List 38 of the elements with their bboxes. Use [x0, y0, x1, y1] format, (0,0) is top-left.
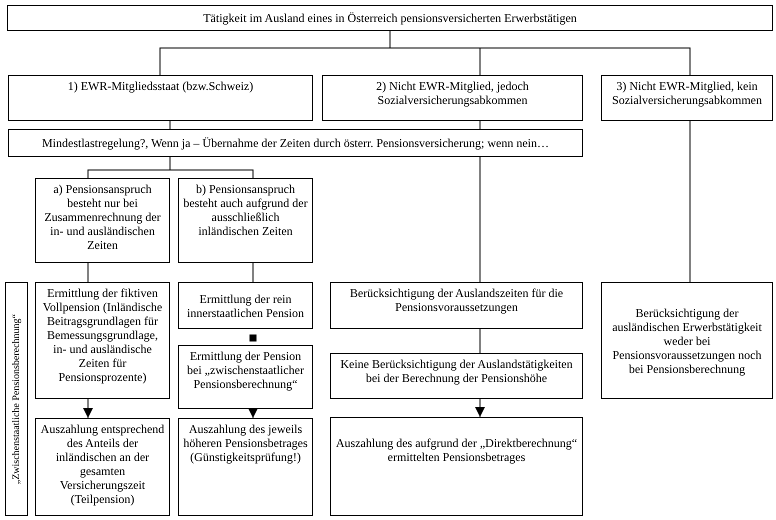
- process-box: [8, 75, 313, 121]
- process-box: [7, 5, 773, 31]
- side-label: „Zwischenstaatliche Pensionsberechnung“: [10, 314, 22, 484]
- box-text: Berücksichtigung der ausländischen Erwerbstätigkeit weder bei Pensionsvoraussetzungen noch bei Pensionsberechnung: [611, 306, 763, 376]
- process-box: [35, 178, 170, 263]
- box-text: 3) Nicht EWR-Mitglied, kein Sozialversicherungsabkommen: [611, 79, 763, 107]
- process-box: [322, 75, 583, 121]
- arrow: [83, 398, 93, 418]
- process-box: [178, 418, 313, 516]
- box-text: Berücksichtigung der Auslandszeiten für die Pensionsvoraussetzungen: [348, 286, 564, 314]
- box-text: 2) Nicht EWR-Mitglied, jedoch Sozialversicherungsabkommen: [375, 79, 530, 107]
- side-label-box: [5, 282, 28, 516]
- process-box: [601, 75, 773, 121]
- process-box: [178, 345, 313, 409]
- process-box: [35, 418, 170, 516]
- process-box: [35, 282, 170, 399]
- process-box: [330, 353, 583, 399]
- box-text: Tätigkeit im Ausland eines in Österreich pensionsversicherten Erwerbstätigen: [203, 11, 577, 25]
- process-box: [178, 282, 313, 329]
- box-text: Mindestlastregelung?, Wenn ja – Übernahme der Zeiten durch österr. Pensionsversicherung; wenn nein…: [42, 136, 549, 150]
- arrow: [475, 398, 485, 418]
- box-text: Keine Berücksichtigung der Auslandstätigkeiten bei der Berechnung der Pensionshöhe: [339, 357, 574, 385]
- box-text: b) Pensionsanspruch besteht auch aufgrund der ausschließlich inländischen Zeiten: [183, 182, 308, 238]
- box-text: Ermittlung der rein innerstaatlichen Pension: [186, 292, 305, 320]
- box-text: Auszahlung des jeweils höheren Pensionsbetrages (Günstigkeitsprüfung!): [183, 422, 308, 464]
- arrow: [248, 408, 258, 418]
- process-box: [330, 417, 583, 516]
- box-text: Auszahlung des aufgrund der „Direktberechnung“ ermittelten Pensionsbetrages: [335, 436, 578, 464]
- box-text: a) Pensionsanspruch besteht nur bei Zusammenrechnung der in- und ausländischen Zeiten: [43, 182, 162, 252]
- box-text: 1) EWR-Mitgliedsstaat (bzw.Schweiz): [68, 79, 254, 93]
- process-box: [601, 282, 773, 399]
- box-text: Auszahlung entsprechend des Anteils der inländischen an der gesamten Versicherungszeit (Teilpension): [40, 422, 165, 506]
- box-text: Ermittlung der fiktiven Vollpension (Inländische Beitragsgrundlagen für Bemessungsgrundlage, in- und ausländische Zeiten für Pensionsprozente): [42, 286, 164, 384]
- process-box: [330, 282, 583, 329]
- process-box: [178, 178, 313, 263]
- connector-line: [252, 262, 254, 282]
- box-text: Ermittlung der Pension bei „zwischenstaatlicher Pensionsberechnung“: [186, 349, 305, 391]
- process-box: [8, 129, 583, 157]
